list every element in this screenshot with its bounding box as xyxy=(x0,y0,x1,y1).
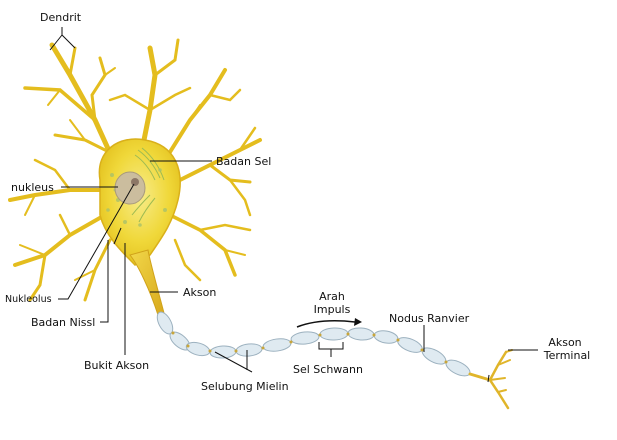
label-myelin-sheath: Selubung Mielin xyxy=(201,380,289,393)
label-impulse-direction-line2: Impuls xyxy=(313,303,351,316)
nucleolus xyxy=(131,178,139,186)
nissl-bodies xyxy=(106,168,167,227)
label-axon: Akson xyxy=(183,286,217,299)
label-dendrite: Dendrit xyxy=(40,11,82,24)
leader-lines xyxy=(49,27,538,383)
label-nucleolus: Nukleolus xyxy=(5,294,52,305)
label-nucleus: nukleus xyxy=(11,181,54,194)
label-axon-hillock: Bukit Akson xyxy=(84,359,150,372)
label-nissl-bodies: Badan Nissl xyxy=(31,316,96,329)
cell-body xyxy=(98,138,181,266)
dendrites xyxy=(8,38,262,302)
myelin-sheath xyxy=(156,311,471,377)
axon-terminal xyxy=(468,349,513,410)
label-axon-terminal-line1: Akson xyxy=(548,336,582,349)
label-node-of-ranvier: Nodus Ranvier xyxy=(389,312,470,325)
label-impulse-direction-line1: Arah xyxy=(319,290,345,303)
label-axon-terminal-line2: Terminal xyxy=(543,349,591,362)
axon-hillock xyxy=(129,249,165,316)
label-schwann-cell: Sel Schwann xyxy=(293,363,363,376)
label-cell-body: Badan Sel xyxy=(216,155,272,168)
impulse-arrow-head xyxy=(354,318,362,326)
nucleus xyxy=(114,171,146,205)
organelles xyxy=(131,147,165,223)
ranvier-nodes xyxy=(171,331,448,364)
